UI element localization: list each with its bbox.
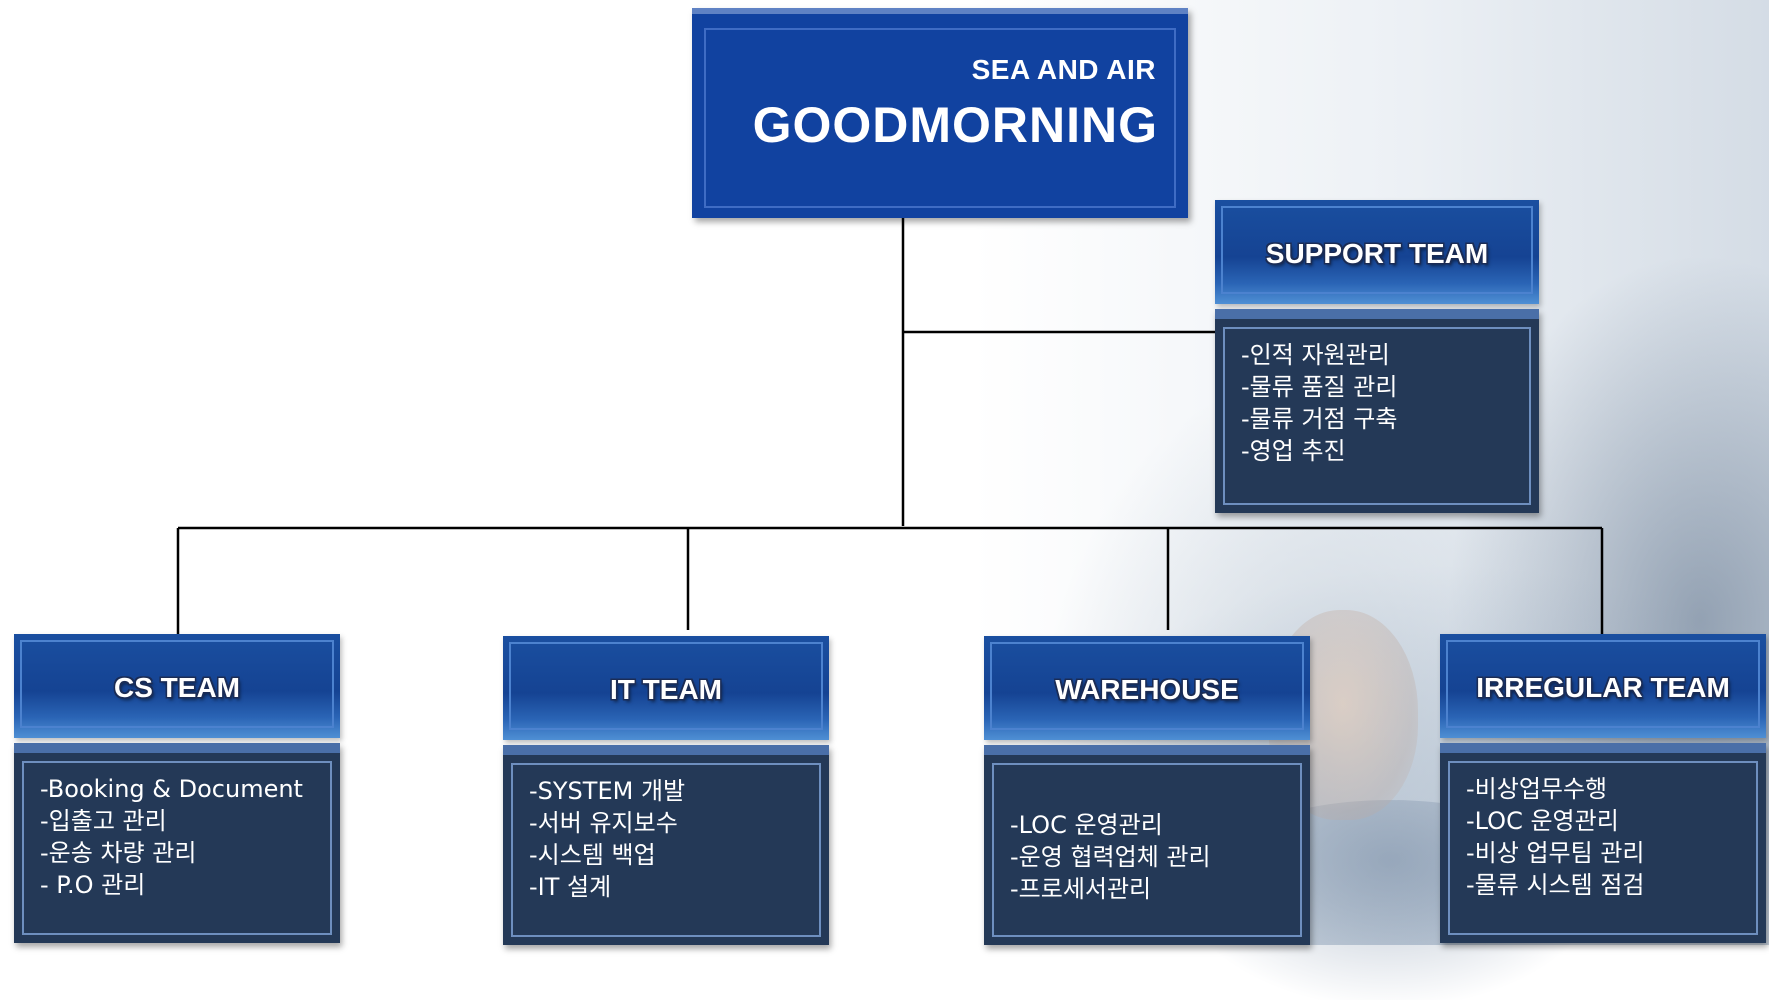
support-team-title: SUPPORT TEAM bbox=[1265, 238, 1489, 269]
list-item: -비상 업무팀 관리 bbox=[1466, 839, 1645, 867]
it-team-details-frame bbox=[511, 763, 821, 937]
list-item: -입출고 관리 bbox=[40, 807, 167, 835]
warehouse-title: WAREHOUSE bbox=[1055, 674, 1239, 705]
support-team-list: -인적 자원관리 -물류 품질 관리 -물류 거점 구축 -영업 추진 bbox=[1241, 339, 1397, 467]
warehouse-header-frame bbox=[990, 642, 1304, 730]
list-item: -물류 품질 관리 bbox=[1241, 373, 1398, 401]
list-item: -시스템 백업 bbox=[529, 841, 656, 869]
cs-team-list: -Booking & Document -입출고 관리 -운송 차량 관리 - … bbox=[40, 773, 303, 901]
irregular-team-list: -비상업무수행 -LOC 운영관리 -비상 업무팀 관리 -물류 시스템 점검 bbox=[1466, 773, 1644, 901]
list-item: -비상업무수행 bbox=[1466, 775, 1608, 803]
list-item: -프로세서관리 bbox=[1010, 875, 1152, 903]
it-team-details: -SYSTEM 개발 -서버 유지보수 -시스템 백업 -IT 설계 bbox=[503, 745, 829, 945]
company-box: SEA AND AIR GOODMORNING bbox=[692, 8, 1188, 218]
cs-team-details-frame bbox=[22, 761, 332, 935]
list-item: -물류 거점 구축 bbox=[1241, 405, 1398, 433]
irregular-team-details-frame bbox=[1448, 761, 1758, 935]
company-box-frame bbox=[704, 28, 1176, 208]
it-team-title: IT TEAM bbox=[610, 674, 722, 705]
list-item: -운송 차량 관리 bbox=[40, 839, 197, 867]
list-item: -물류 시스템 점검 bbox=[1466, 871, 1645, 899]
cs-team-header-frame bbox=[20, 640, 334, 728]
warehouse-details-frame bbox=[992, 763, 1302, 937]
list-item: -Booking & Document bbox=[40, 775, 303, 803]
list-item: -LOC 운영관리 bbox=[1010, 811, 1163, 839]
support-team-details-frame bbox=[1223, 327, 1531, 505]
support-team-header-frame bbox=[1221, 206, 1533, 294]
support-team-details: -인적 자원관리 -물류 품질 관리 -물류 거점 구축 -영업 추진 bbox=[1215, 309, 1539, 513]
support-team-header: SUPPORT TEAM bbox=[1215, 200, 1539, 304]
it-team-list: -SYSTEM 개발 -서버 유지보수 -시스템 백업 -IT 설계 bbox=[529, 775, 685, 903]
list-item: -IT 설계 bbox=[529, 873, 612, 901]
list-item: -SYSTEM 개발 bbox=[529, 777, 686, 805]
list-item: -서버 유지보수 bbox=[529, 809, 678, 837]
cs-team-details: -Booking & Document -입출고 관리 -운송 차량 관리 - … bbox=[14, 743, 340, 943]
list-item: -LOC 운영관리 bbox=[1466, 807, 1619, 835]
company-subtitle: SEA AND AIR bbox=[971, 54, 1156, 85]
it-team-header: IT TEAM bbox=[503, 636, 829, 740]
list-item: -인적 자원관리 bbox=[1241, 341, 1390, 369]
cs-team-header: CS TEAM bbox=[14, 634, 340, 738]
company-name: GOODMORNING bbox=[752, 97, 1158, 153]
warehouse-details: -LOC 운영관리 -운영 협력업체 관리 -프로세서관리 bbox=[984, 745, 1310, 945]
list-item: -영업 추진 bbox=[1241, 437, 1346, 465]
cs-team-title: CS TEAM bbox=[114, 672, 240, 703]
list-item: -운영 협력업체 관리 bbox=[1010, 843, 1211, 871]
irregular-team-title: IRREGULAR TEAM bbox=[1476, 672, 1730, 703]
warehouse-list: -LOC 운영관리 -운영 협력업체 관리 -프로세서관리 bbox=[1010, 809, 1211, 905]
list-item: - P.O 관리 bbox=[40, 871, 146, 899]
irregular-team-header: IRREGULAR TEAM bbox=[1440, 634, 1766, 738]
irregular-team-details: -비상업무수행 -LOC 운영관리 -비상 업무팀 관리 -물류 시스템 점검 bbox=[1440, 743, 1766, 943]
irregular-team-header-frame bbox=[1446, 640, 1760, 728]
org-connectors bbox=[176, 212, 1604, 640]
it-team-header-frame bbox=[509, 642, 823, 730]
warehouse-header: WAREHOUSE bbox=[984, 636, 1310, 740]
